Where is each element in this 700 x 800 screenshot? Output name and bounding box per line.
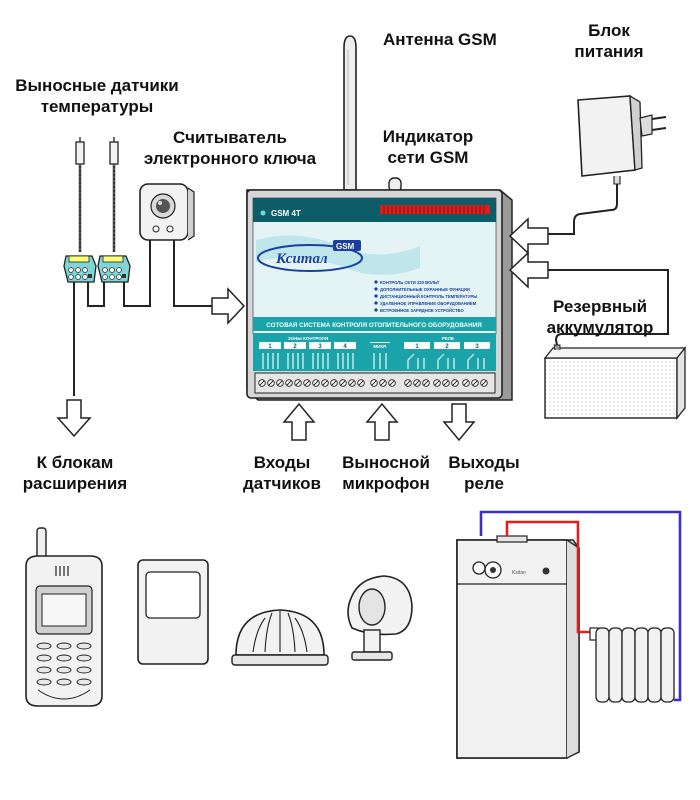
label-temperature-sensors: Выносные датчики температуры [15, 76, 179, 116]
label-relay-outputs: Выходы реле [448, 453, 520, 493]
motion-detector [137, 559, 209, 665]
boiler: Ksitan [456, 535, 580, 759]
device-banner: СОТОВАЯ СИСТЕМА КОНТРОЛЯ ОТОПИТЕЛЬНОГО О… [266, 322, 482, 329]
power-input-arrow [508, 217, 549, 255]
dome-sensor [231, 609, 329, 666]
power-led [260, 210, 266, 216]
relay-output-arrow [442, 403, 476, 442]
feature-list [374, 280, 378, 312]
main-device: GSM 4T Кситал GSM КОНТРОЛЬ СЕТИ 220 ВОЛЬ… [246, 189, 513, 401]
power-supply [524, 94, 667, 235]
label-sensor-inputs: Входы датчиков [242, 453, 321, 493]
label-backup-battery: Резервный аккумулятор [546, 297, 654, 337]
mic-input-arrow [365, 402, 399, 441]
svg-text:4: 4 [343, 344, 347, 350]
remote-microphone [347, 575, 413, 661]
gsm-antenna [343, 35, 357, 191]
label-key-reader: Считыватель электронного ключа [143, 128, 317, 168]
backup-battery [524, 269, 687, 420]
feature-item: УДАЛЕННОЕ УПРАВЛЕНИЕ ОБОРУДОВАНИЕМ [380, 301, 477, 306]
battery-input-arrow [508, 251, 549, 289]
svg-text:ЗОНЫ КОНТРОЛЯ: ЗОНЫ КОНТРОЛЯ [288, 336, 328, 341]
sensor-junction-box [63, 255, 97, 283]
feature-item: КОНТРОЛЬ СЕТИ 220 ВОЛЬТ [380, 280, 440, 285]
svg-text:2: 2 [445, 344, 449, 350]
feature-item: ДИСТАНЦИОННЫЙ КОНТРОЛЬ ТЕМПЕРАТУРЫ [380, 294, 477, 299]
label-power-supply: Блок питания [574, 21, 644, 61]
svg-text:1: 1 [415, 344, 419, 350]
relay-panel: РЕЛЕ 1 2 3 [404, 336, 490, 369]
device-model: GSM 4T [271, 209, 301, 218]
boiler-label: Ksitan [512, 570, 526, 576]
zones-panel: ЗОНЫ КОНТРОЛЯ 1 2 3 4 [259, 336, 356, 369]
svg-text:2: 2 [293, 344, 297, 350]
expansion-output-arrow [56, 399, 92, 438]
svg-text:МИКР.: МИКР. [373, 344, 386, 349]
mobile-phone [25, 527, 103, 707]
brand-logo: Кситал GSM [257, 240, 363, 272]
label-antenna: Антенна GSM [383, 30, 497, 49]
label-gsm-indicator: Индикатор сети GSM [382, 127, 474, 167]
brand-badge: GSM [336, 242, 355, 251]
svg-text:1: 1 [268, 344, 272, 350]
label-remote-mic: Выносной микрофон [342, 453, 430, 493]
led-strip [380, 205, 490, 214]
heating-pipes [479, 510, 682, 702]
svg-text:3: 3 [475, 344, 479, 350]
temperature-sensors [63, 137, 151, 396]
sensor-inputs-arrow [282, 402, 316, 441]
sensor-junction-box [97, 255, 131, 283]
mic-panel: МИКР. [370, 342, 390, 369]
sensor-input-arrow [211, 287, 246, 325]
svg-text:РЕЛЕ: РЕЛЕ [442, 336, 454, 341]
label-expansion: К блокам расширения [22, 453, 128, 493]
feature-item: ДОПОЛНИТЕЛЬНЫЕ ОХРАННЫЕ ФУНКЦИИ [380, 287, 470, 292]
key-reader [139, 183, 212, 307]
brand-name: Кситал [275, 251, 328, 267]
feature-item: ВСТРОЕННОЕ ЗАРЯДНОЕ УСТРОЙСТВО [380, 308, 464, 313]
svg-text:3: 3 [318, 344, 322, 350]
terminal-block [254, 372, 496, 394]
radiator [589, 627, 675, 703]
